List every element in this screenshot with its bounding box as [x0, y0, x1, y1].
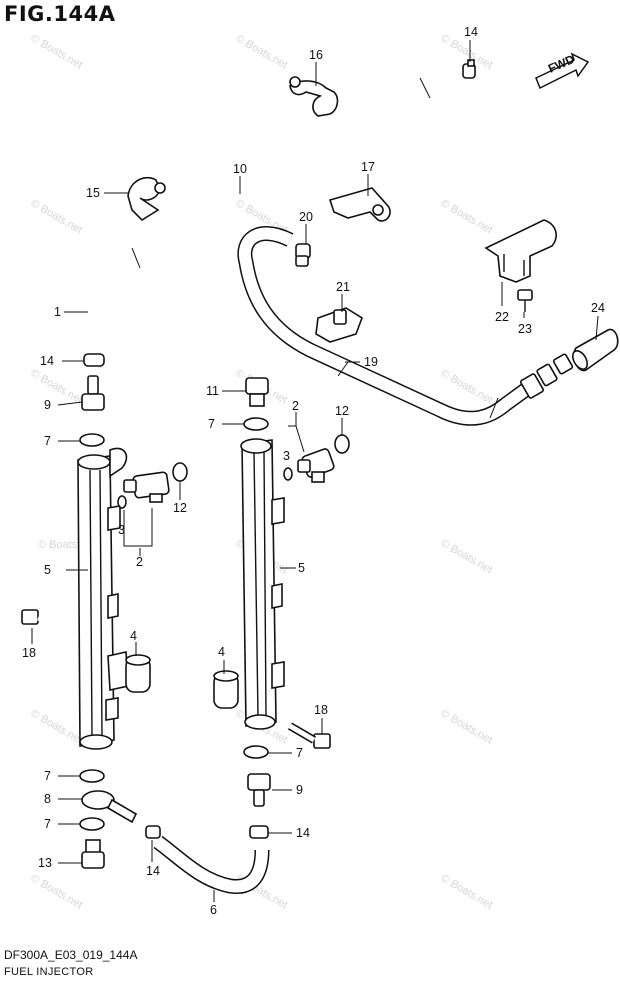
watermark: © Boats.net — [439, 367, 495, 406]
washer-7 — [79, 817, 105, 831]
watermark: © Boats.net — [29, 32, 85, 71]
callout-4: 4 — [130, 629, 137, 643]
o-ring-3 — [117, 495, 127, 509]
hose-clamp-20 — [295, 243, 311, 267]
hose-clamp-14 — [462, 59, 476, 79]
hose-clamp-14 — [83, 353, 105, 367]
callout-3: 3 — [283, 449, 290, 463]
callout-3: 3 — [118, 523, 125, 537]
washer-7 — [79, 769, 105, 783]
diagram-name: FUEL INJECTOR — [4, 966, 94, 978]
bolt-11 — [245, 377, 269, 407]
callout-22: 22 — [495, 310, 509, 324]
fwd-arrow-icon — [535, 52, 590, 90]
callout-15: 15 — [86, 186, 100, 200]
callout-7: 7 — [44, 769, 51, 783]
watermark: © Boats.net — [29, 367, 85, 406]
callout-21: 21 — [336, 280, 350, 294]
watermark: © Boats.net — [29, 872, 85, 911]
callout-9: 9 — [296, 783, 303, 797]
washer-7 — [243, 417, 269, 431]
bolt-18-left — [21, 609, 77, 637]
callout-7: 7 — [208, 417, 215, 431]
watermark: © Boats.net — [29, 197, 85, 236]
callout-14: 14 — [40, 354, 54, 368]
hose-union-9 — [81, 375, 105, 411]
hose-cap-24 — [571, 328, 619, 372]
fuel-rail-5-left — [77, 447, 129, 750]
callout-8: 8 — [44, 792, 51, 806]
callout-7: 7 — [44, 817, 51, 831]
callout-23: 23 — [518, 322, 532, 336]
bolt-18-right — [287, 722, 331, 749]
callout-2: 2 — [136, 555, 143, 569]
fuel-hose-10 — [82, 66, 462, 360]
callout-9: 9 — [44, 398, 51, 412]
banjo-fitting-8 — [81, 790, 138, 824]
watermark: © Boats.net — [439, 707, 495, 746]
hose-union-9 — [247, 773, 271, 807]
hose-clip-21 — [315, 307, 363, 343]
leader-lines — [31, 40, 599, 902]
callout-12: 12 — [173, 501, 187, 515]
hose-clip-16 — [289, 76, 339, 117]
bracket-22 — [484, 219, 557, 283]
fuel-hose-19 — [237, 226, 533, 426]
watermark: © Boats.net — [29, 707, 85, 746]
fuel-injector-2-right — [297, 448, 335, 483]
callout-5: 5 — [298, 561, 305, 575]
callout-7: 7 — [44, 434, 51, 448]
cap-12 — [172, 462, 188, 482]
watermark: © Boats.net — [439, 537, 495, 576]
callout-19: 19 — [364, 355, 378, 369]
hose-clip-15 — [127, 176, 166, 222]
callout-4: 4 — [218, 645, 225, 659]
fuel-rail-5-right — [240, 438, 285, 730]
callout-18: 18 — [314, 703, 328, 717]
grommet-4-left — [125, 654, 151, 693]
diagram-code: DF300A_E03_019_144A — [4, 948, 138, 962]
callout-1: 1 — [54, 305, 61, 319]
callout-20: 20 — [299, 210, 313, 224]
callout-7: 7 — [296, 746, 303, 760]
fuel-injector-2-left — [123, 471, 170, 503]
cap-12 — [334, 434, 350, 454]
watermark: © Boats.net — [439, 872, 495, 911]
callout-12: 12 — [335, 404, 349, 418]
callout-6: 6 — [210, 903, 217, 917]
washer-7 — [79, 433, 105, 447]
callout-14: 14 — [146, 864, 160, 878]
hose-clamp-14 — [249, 825, 269, 839]
callouts: 14 16 10 15 17 20 1 21 22 23 24 19 14 9 … — [22, 25, 605, 917]
callout-14: 14 — [464, 25, 478, 39]
fuel-hose-6 — [153, 835, 270, 894]
callout-5: 5 — [44, 563, 51, 577]
callout-13: 13 — [38, 856, 52, 870]
callout-16: 16 — [309, 48, 323, 62]
callout-18: 18 — [22, 646, 36, 660]
hose-fitting — [520, 353, 574, 399]
grommet-4-right — [213, 670, 239, 709]
washer-7 — [243, 745, 269, 759]
banjo-bolt-13 — [81, 839, 105, 869]
hose-clamp-14 — [145, 825, 161, 839]
bolt-23 — [517, 289, 533, 312]
o-ring-3 — [283, 467, 293, 481]
callout-2: 2 — [292, 399, 299, 413]
callout-17: 17 — [361, 160, 375, 174]
callout-24: 24 — [591, 301, 605, 315]
callout-10: 10 — [233, 162, 247, 176]
callout-14: 14 — [296, 826, 310, 840]
hose-clip-17 — [328, 187, 391, 222]
callout-11: 11 — [206, 384, 219, 398]
watermark: © Boats.net — [234, 32, 290, 71]
figure-title: FIG.144A — [4, 2, 116, 26]
watermark: © Boats.net — [439, 197, 495, 236]
